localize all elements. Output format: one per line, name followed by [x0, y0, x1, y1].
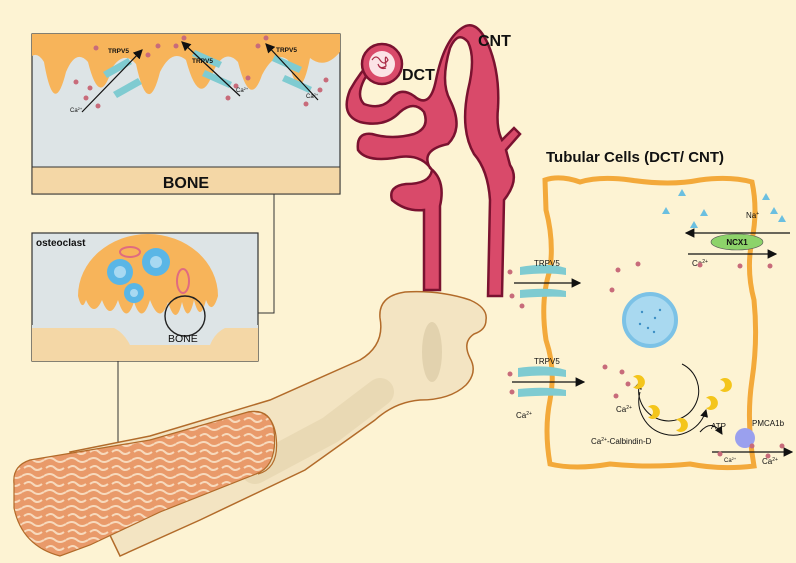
- tubule-outer: [345, 24, 522, 298]
- mitochondrion-2: [176, 268, 190, 294]
- trpv5-label-lower: TRPV5: [534, 357, 560, 366]
- atp-label: ATP: [711, 422, 726, 431]
- osteoclast-nucleus-1: [107, 259, 133, 285]
- ca-label-lower-left: Ca2+: [516, 411, 532, 420]
- femur-bone: [13, 290, 487, 557]
- tubular-cell: Tubular Cells (DCT/ CNT) TRPV5 TRPV5 Ca2…: [507, 149, 794, 471]
- trpv5-label-upper: TRPV5: [534, 259, 560, 268]
- bone-panel: BONE: [31, 33, 341, 195]
- trpv5-label-bone-3: TRPV5: [276, 47, 297, 54]
- calbindin-label: Ca2+-Calbindin-D: [591, 437, 652, 446]
- trpv5-channel-3: [265, 43, 319, 101]
- osteoclast-bone-label: BONE: [168, 333, 198, 345]
- ca-label-pmca-outer: Ca2+: [762, 457, 778, 466]
- osteoclast-membrane-top: [32, 34, 340, 95]
- ca-label-bone-2: Ca2+: [236, 86, 249, 94]
- na-label: Na+: [746, 211, 759, 220]
- osteoclast-cell: [78, 234, 218, 315]
- calcium-ions-cell: [507, 261, 785, 459]
- cell-nucleus: [622, 292, 678, 348]
- calbindin-cycle: [633, 363, 732, 436]
- sodium-ions: [662, 189, 786, 228]
- osteoclast-nucleus-3: [124, 283, 144, 303]
- pmca1b-pump: [699, 425, 794, 457]
- osteoclast-nucleus-2: [142, 248, 170, 276]
- cnt-label: CNT: [478, 33, 511, 50]
- osteoclast-panel: osteoclast BONE: [31, 232, 259, 362]
- dct-label: DCT: [402, 67, 435, 84]
- trpv5-channel-2: [181, 41, 241, 97]
- kidney-tubule: DCT CNT: [345, 24, 522, 298]
- calcium-ions-bone: [73, 35, 329, 109]
- osteoclast-zoom-circle: [164, 295, 206, 337]
- bone-panel-title: BONE: [163, 175, 210, 192]
- trpv5-channel-upper: [514, 264, 582, 298]
- ca-label-calbindin: Ca2+: [616, 405, 632, 414]
- trpv5-channel-1: [81, 49, 143, 113]
- ca-label-bone-1: Ca2+: [70, 106, 83, 114]
- trpv5-label-bone-1: TRPV5: [108, 48, 129, 55]
- ca-label-ncx1: Ca2+: [692, 259, 708, 268]
- ca-label-pmca-inner: Ca2+: [724, 456, 737, 464]
- trpv5-channel-lower: [512, 366, 586, 397]
- pmca1b-label: PMCA1b: [752, 419, 785, 428]
- ca-label-bone-3: Ca2+: [306, 92, 319, 100]
- ncx1-exchanger: [684, 228, 790, 259]
- tubular-title: Tubular Cells (DCT/ CNT): [546, 149, 724, 166]
- ncx1-label: NCX1: [726, 238, 748, 247]
- mitochondrion-1: [119, 246, 141, 258]
- osteoclast-panel-title: osteoclast: [36, 238, 86, 249]
- trpv5-label-bone-2: TRPV5: [192, 58, 213, 65]
